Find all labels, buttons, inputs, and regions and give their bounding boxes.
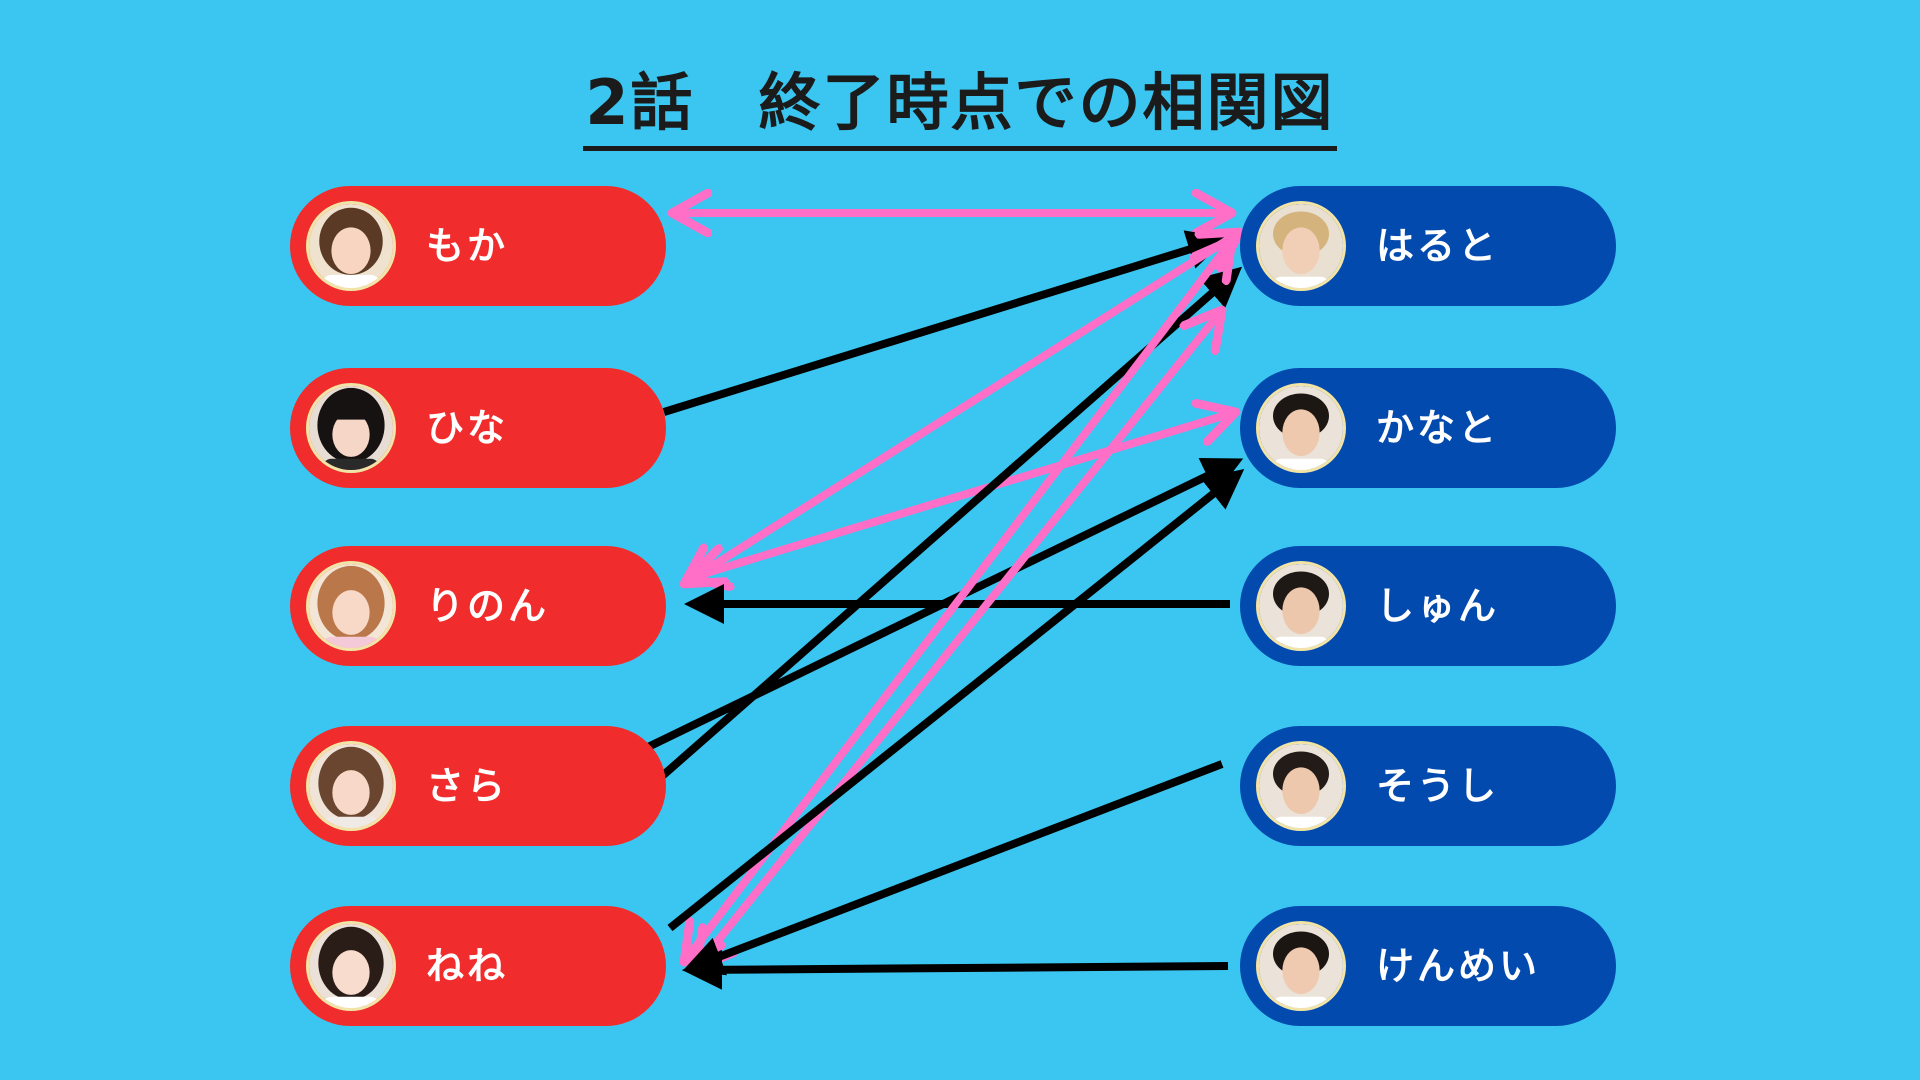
person-card-rinon[interactable]: りのん xyxy=(290,546,666,666)
avatar xyxy=(306,561,396,651)
arrow-rinon-haruto xyxy=(684,232,1240,584)
avatar xyxy=(1256,383,1346,473)
person-name: りのん xyxy=(426,584,550,628)
arrow-soushi-to-nene xyxy=(682,760,1224,976)
person-name: しゅん xyxy=(1376,584,1500,628)
avatar xyxy=(306,741,396,831)
avatar xyxy=(306,383,396,473)
person-card-shun[interactable]: しゅん xyxy=(1240,546,1616,666)
person-card-kanato[interactable]: かなと xyxy=(1240,368,1616,488)
person-card-kenmei[interactable]: けんめい xyxy=(1240,906,1616,1026)
person-name: けんめい xyxy=(1376,944,1541,988)
person-name: そうし xyxy=(1376,764,1500,808)
avatar xyxy=(1256,561,1346,651)
arrow-nene-haruto xyxy=(684,240,1232,962)
person-card-soushi[interactable]: そうし xyxy=(1240,726,1616,846)
avatar xyxy=(1256,201,1346,291)
avatar xyxy=(306,921,396,1011)
avatar xyxy=(1256,741,1346,831)
arrow-sara-to-kanato xyxy=(644,457,1244,752)
arrow-rinon-kanato xyxy=(690,412,1236,578)
person-name: はると xyxy=(1376,224,1500,268)
arrow-kenmei-to-nene xyxy=(682,949,1229,990)
person-card-moka[interactable]: もか xyxy=(290,186,666,306)
person-card-hina[interactable]: ひな xyxy=(290,368,666,488)
person-name: もか xyxy=(426,224,509,268)
person-name: ねね xyxy=(426,944,509,988)
person-card-nene[interactable]: ねね xyxy=(290,906,666,1026)
page-title: 2話 終了時点での相関図 xyxy=(0,52,1920,151)
person-card-sara[interactable]: さら xyxy=(290,726,666,846)
arrow-hina-to-haruto xyxy=(662,230,1228,416)
person-name: ひな xyxy=(426,406,509,450)
avatar xyxy=(306,201,396,291)
person-name: かなと xyxy=(1376,406,1500,450)
avatar xyxy=(1256,921,1346,1011)
person-card-haruto[interactable]: はると xyxy=(1240,186,1616,306)
person-name: さら xyxy=(426,764,509,808)
arrow-nene-to-kanato xyxy=(667,469,1245,932)
arrow-nene-kanato xyxy=(696,310,1222,968)
arrow-sara-to-haruto xyxy=(657,266,1243,782)
